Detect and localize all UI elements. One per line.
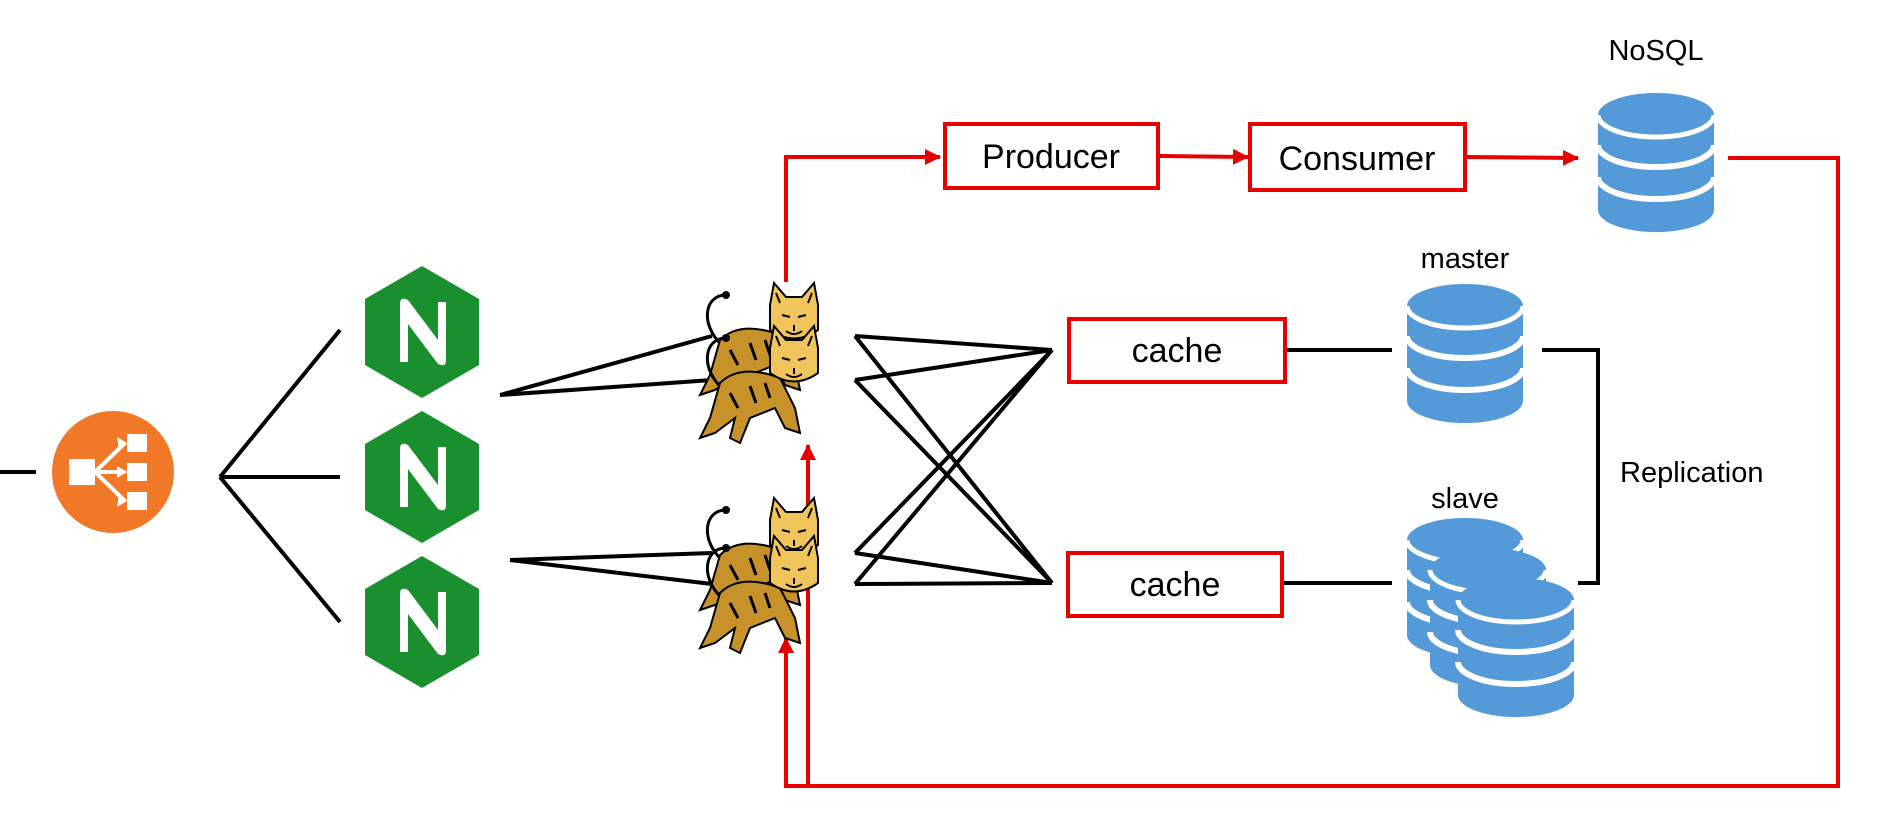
replication-bracket [1542, 348, 1600, 585]
producer-label: Producer [982, 138, 1120, 176]
nginx-icon [365, 266, 479, 398]
nginx-icon [365, 556, 479, 688]
tomcat-to-cache-line [853, 334, 1054, 585]
lb-to-nginx-3-line [218, 475, 342, 624]
cache-box: cache [1067, 317, 1287, 384]
consumer-to-nosql-arrow [1466, 149, 1579, 166]
cache-label: cache [1130, 566, 1221, 604]
nginx-to-tomcat-line [499, 378, 713, 397]
black-connectors [0, 328, 1600, 624]
producer-box: Producer [943, 122, 1160, 190]
consumer-box: Consumer [1248, 122, 1467, 192]
load-balancer-icon [52, 411, 174, 533]
tomcat-to-cache-line [854, 334, 1053, 352]
tomcat-to-cache-line [853, 348, 1054, 555]
tomcat-to-cache-line [853, 348, 1054, 586]
tomcat-to-cache-line [853, 378, 1054, 585]
database-icon [1458, 578, 1574, 717]
nosql-label: NoSQL [1608, 35, 1703, 67]
nginx-to-tomcat-line [509, 558, 713, 586]
replication-label: Replication [1620, 457, 1763, 489]
tomcat-to-producer-arrow [784, 149, 941, 282]
slave-label: slave [1431, 483, 1499, 515]
database-icon [1407, 284, 1523, 423]
consumer-label: Consumer [1279, 140, 1436, 178]
tomcat-to-cache-line [854, 581, 1053, 586]
master-label: master [1421, 243, 1510, 275]
tomcat-to-cache-line [854, 551, 1053, 585]
nginx-to-tomcat-line [509, 551, 713, 562]
cache-label: cache [1132, 332, 1223, 370]
nosql-return-arrow-upper [800, 444, 1838, 788]
nginx-to-tomcat-line [499, 334, 713, 397]
lb-to-nginx-1-line [218, 328, 342, 479]
producer-to-consumer-arrow [1159, 148, 1249, 165]
nginx-icon [365, 411, 479, 543]
cache-box: cache [1066, 551, 1284, 618]
database-icon [1598, 93, 1714, 232]
